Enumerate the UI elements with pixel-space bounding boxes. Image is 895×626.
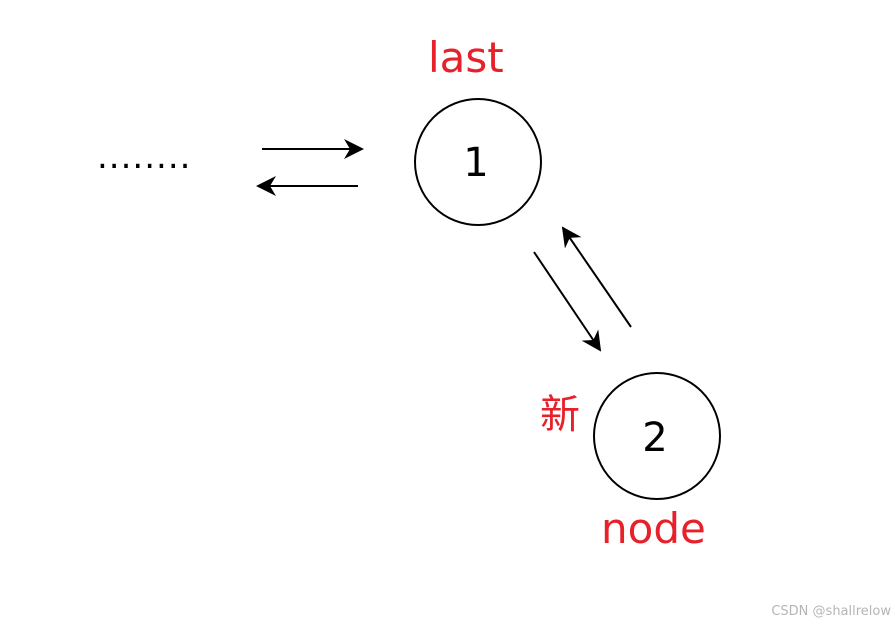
label-new: 新 bbox=[540, 392, 580, 438]
node-2-value: 2 bbox=[642, 415, 667, 461]
label-node: node bbox=[601, 504, 706, 553]
node-2-circle bbox=[593, 372, 721, 500]
node-1-value: 1 bbox=[463, 140, 488, 186]
arrow-node2-to-node1 bbox=[561, 226, 632, 328]
watermark: CSDN @shallrelow bbox=[771, 604, 891, 619]
arrow-node1-to-node2 bbox=[533, 251, 602, 352]
node-1-circle bbox=[414, 98, 542, 226]
node-1: 1 bbox=[414, 98, 542, 226]
ellipsis-previous-nodes: ........ bbox=[97, 137, 192, 177]
label-last: last bbox=[428, 33, 504, 82]
node-2: 2 bbox=[593, 372, 721, 500]
